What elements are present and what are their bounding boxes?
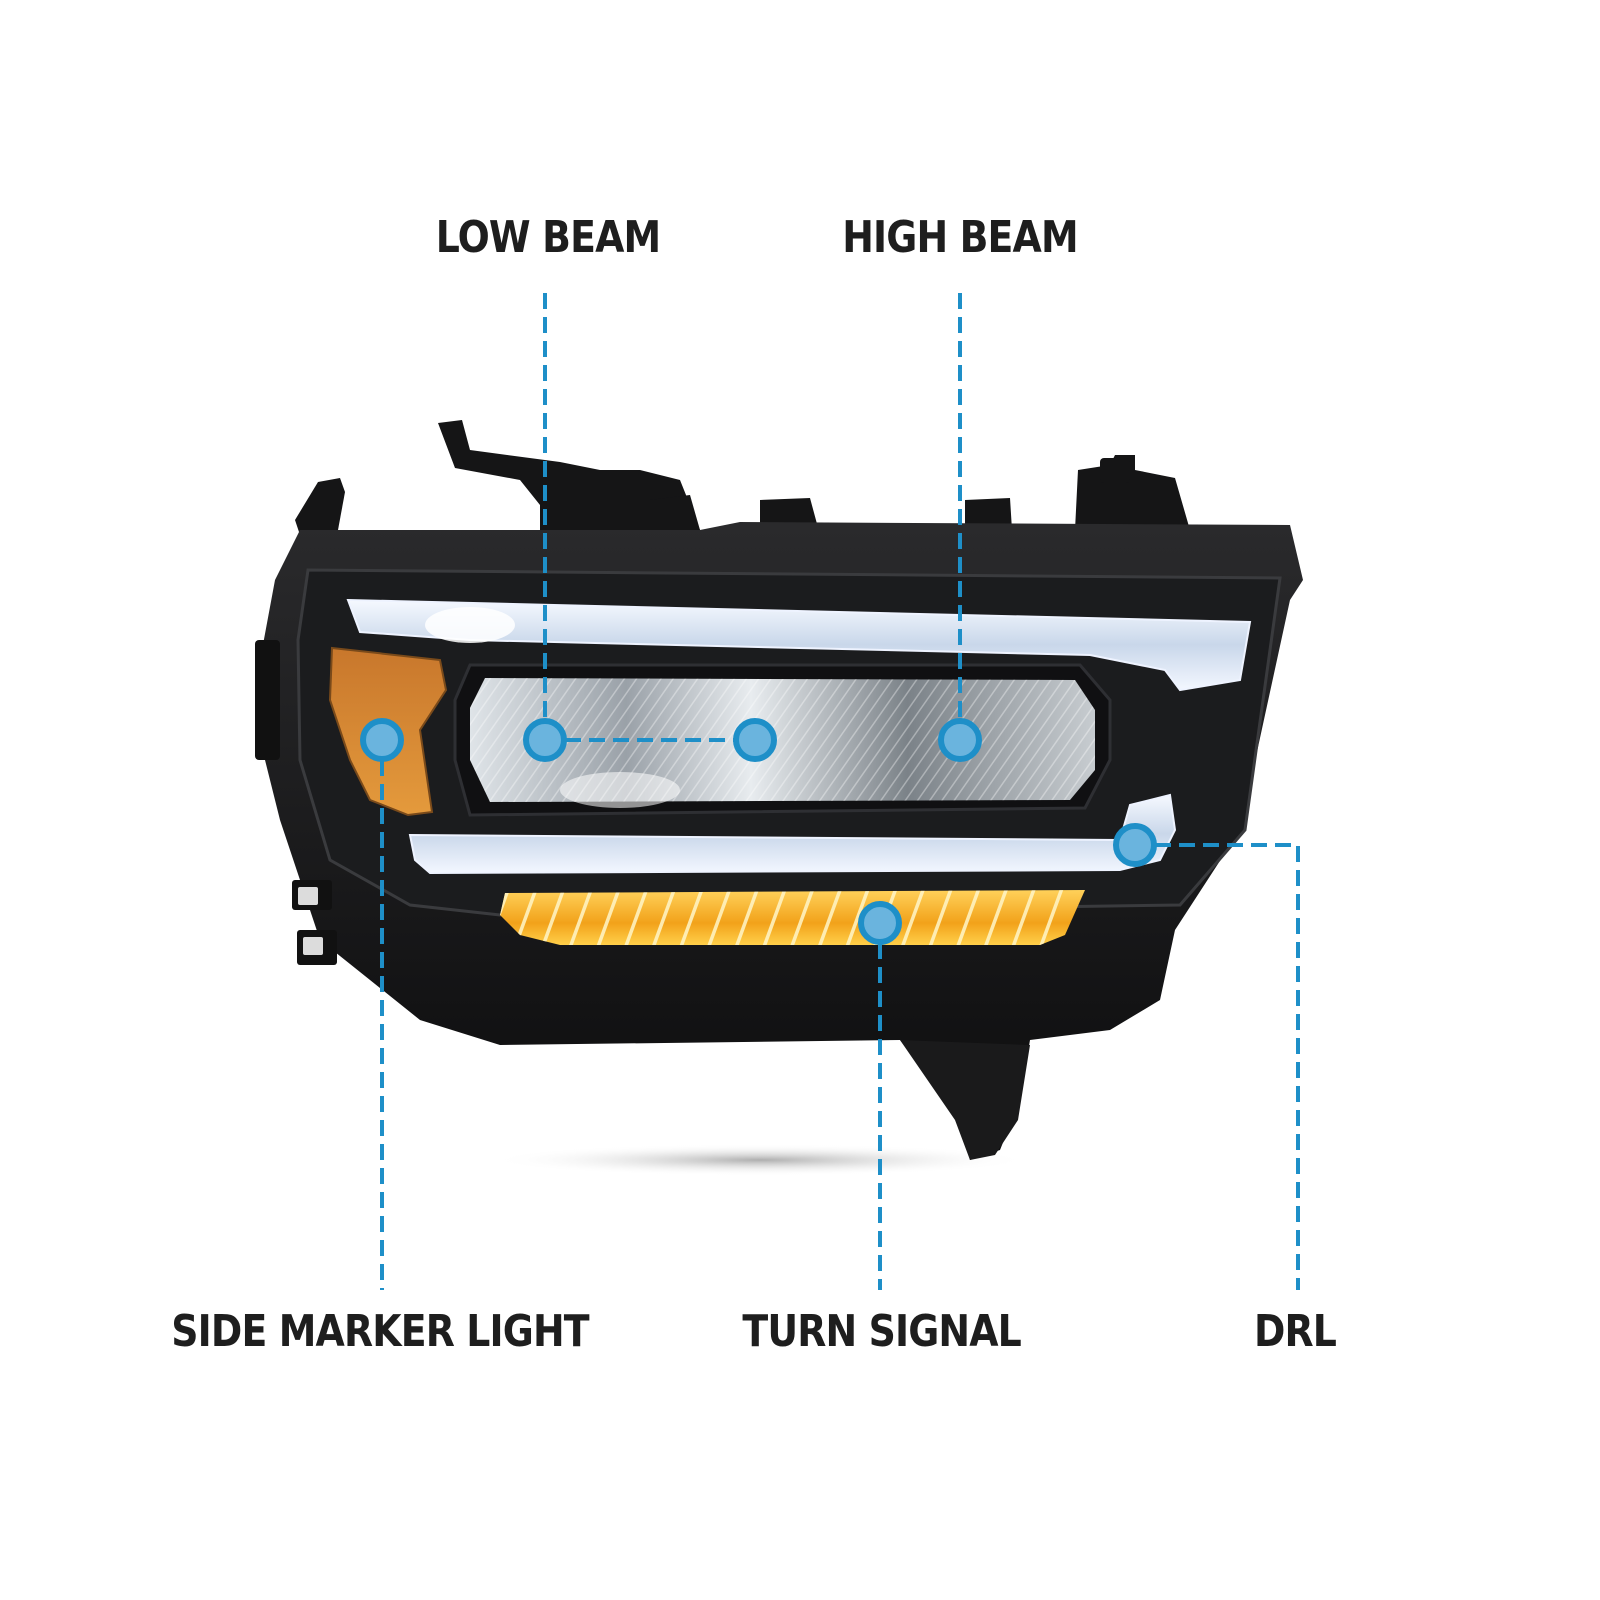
high-beam-dot[interactable]: [938, 718, 982, 762]
drl-label: DRL: [1253, 1306, 1337, 1357]
turn-signal-label: TURN SIGNAL: [742, 1306, 1021, 1357]
side-mount-tabs: [298, 887, 323, 955]
mounting-brackets: [295, 420, 1190, 540]
floor-shadow: [490, 1144, 1030, 1176]
low-beam-dot-2[interactable]: [733, 718, 777, 762]
low-beam-dot-1[interactable]: [523, 718, 567, 762]
turn-signal-dot[interactable]: [858, 901, 902, 945]
low-beam-label: LOW BEAM: [435, 212, 661, 263]
lens-highlight: [560, 772, 680, 808]
drl-dot[interactable]: [1113, 823, 1157, 867]
bottom-bracket: [900, 1040, 1030, 1160]
drl-upper-bar: [346, 598, 1252, 692]
side-marker-dot[interactable]: [360, 718, 404, 762]
high-beam-label: HIGH BEAM: [842, 212, 1078, 263]
glare: [425, 607, 515, 643]
turn-signal-texture: [500, 890, 1085, 945]
reflector-texture: [470, 678, 1095, 802]
drl-leader-line: [1155, 843, 1300, 1290]
side-marker-light-label: SIDE MARKER LIGHT: [171, 1306, 589, 1357]
